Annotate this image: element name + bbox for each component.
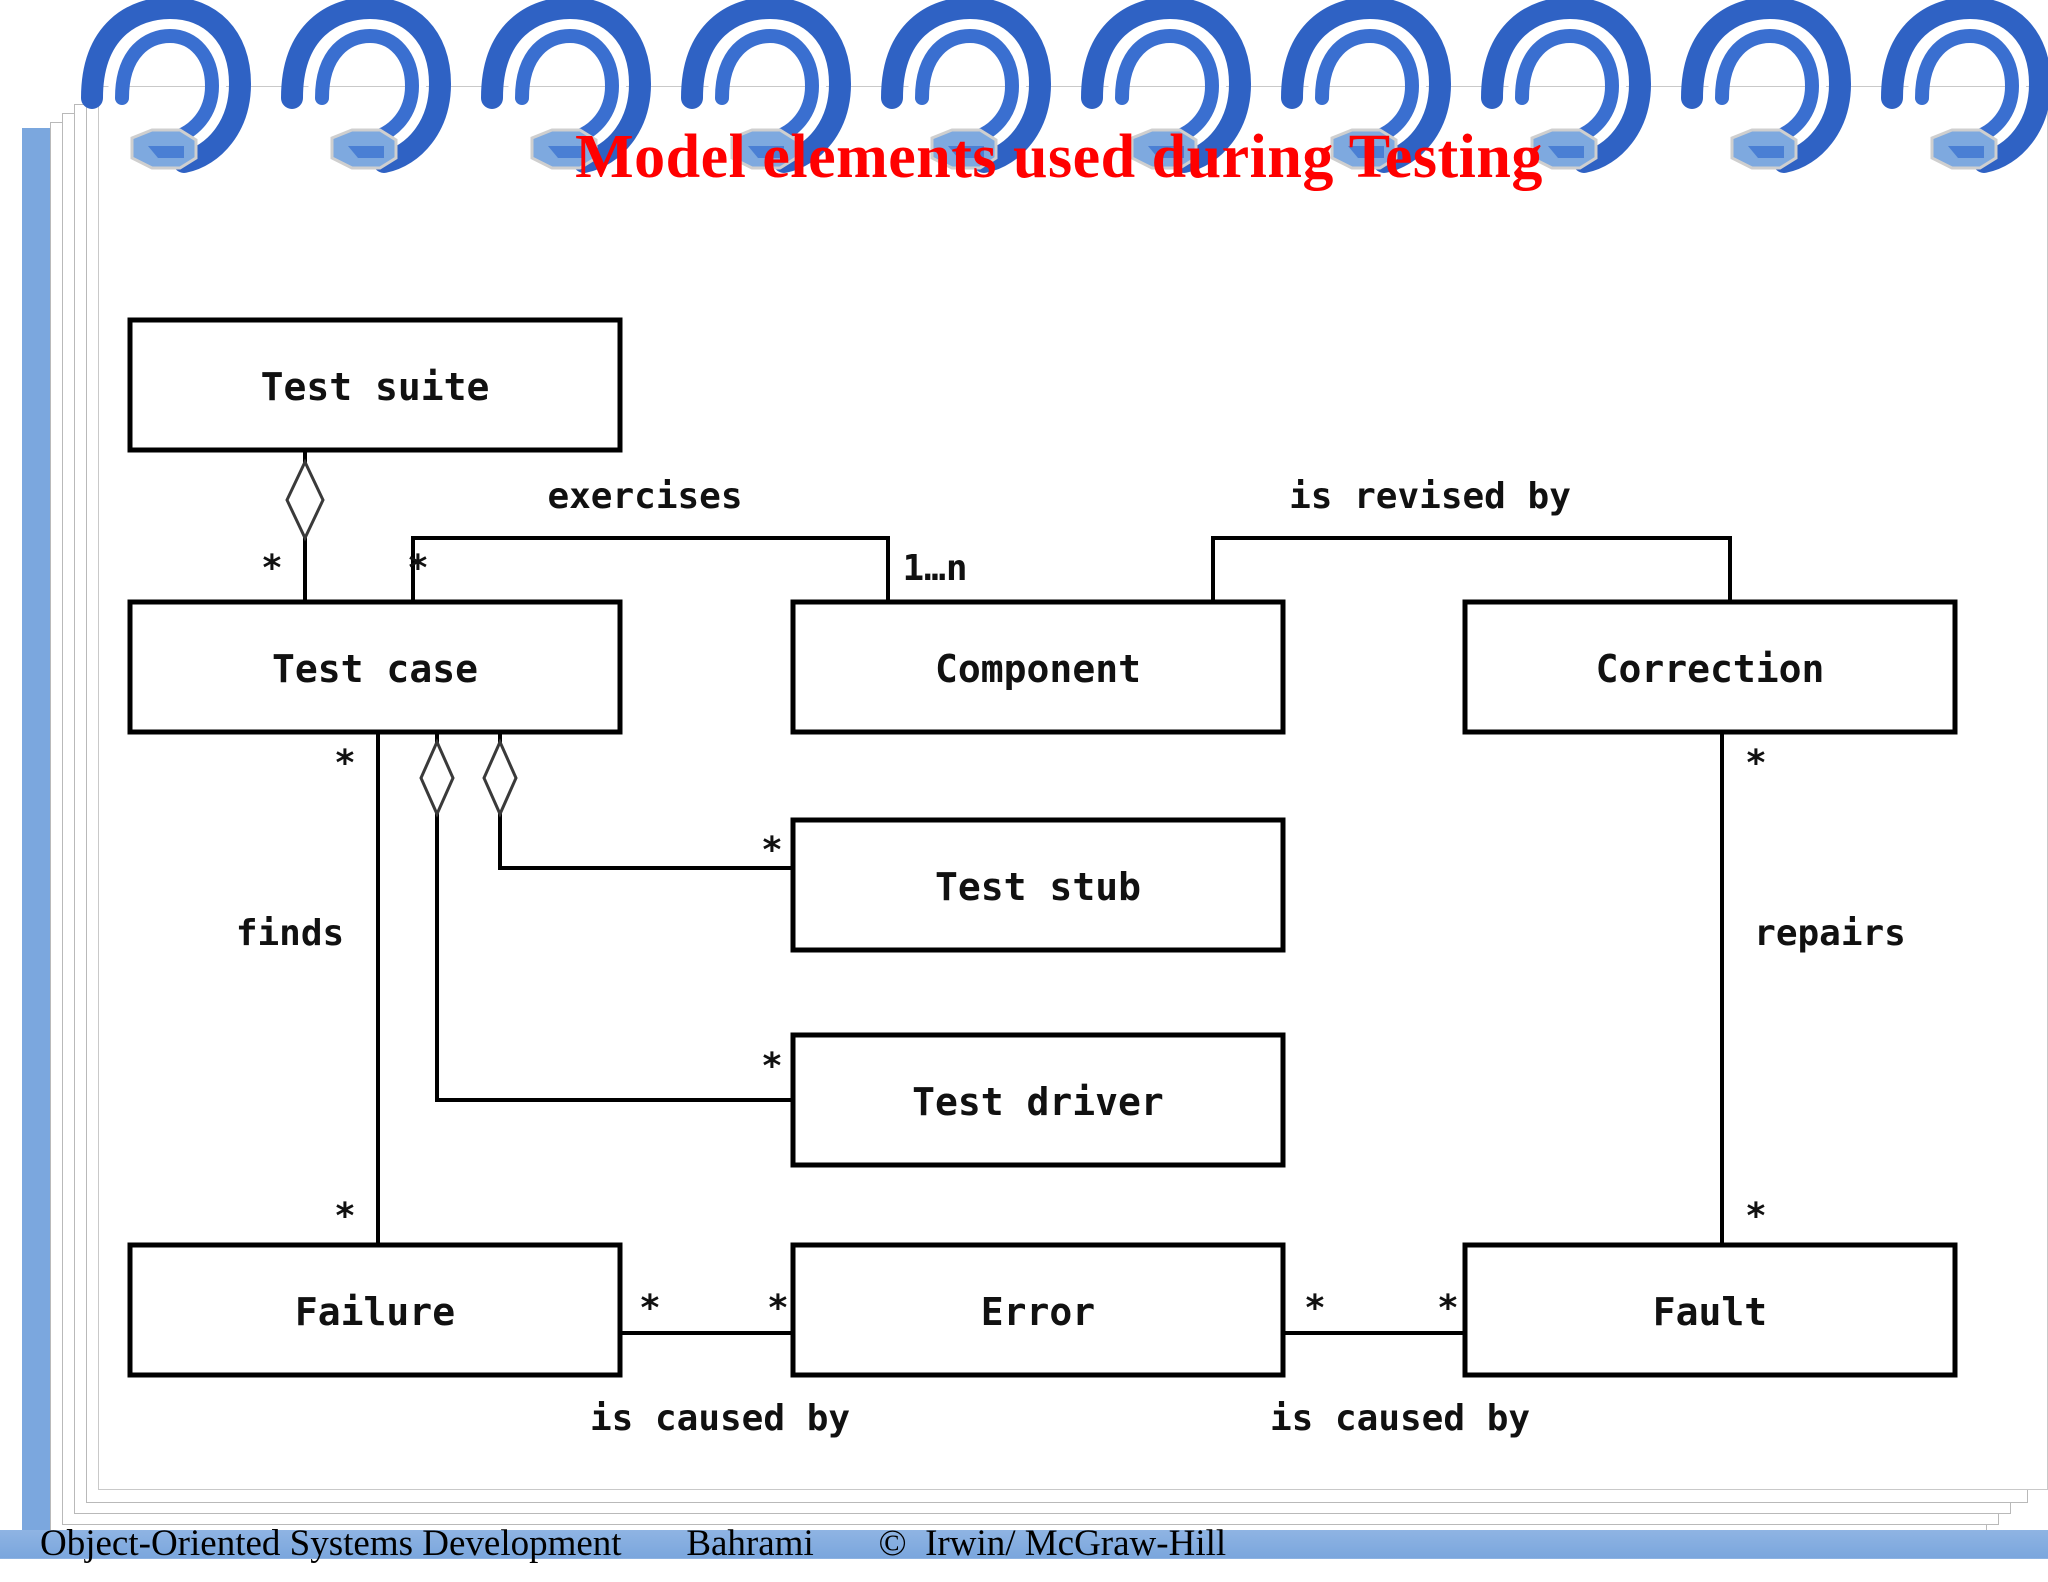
relation-label-exercises: exercises [547, 476, 742, 517]
uml-class-diagram: Test suite Test case Component Correctio… [127, 317, 1958, 1439]
class-box-test-driver[interactable]: Test driver [790, 1032, 1286, 1168]
class-box-fault[interactable]: Fault [1462, 1242, 1958, 1378]
class-box-component[interactable]: Component [790, 599, 1286, 735]
class-label-test-driver: Test driver [912, 1080, 1164, 1124]
footer-course: Object-Oriented Systems Development [40, 1523, 622, 1564]
page-stack-shadow [22, 128, 50, 1558]
multiplicity-error-fault-left: * [1304, 1288, 1326, 1329]
class-label-failure: Failure [295, 1290, 455, 1334]
multiplicity-failure-error-left: * [639, 1288, 661, 1329]
class-label-test-stub: Test stub [935, 865, 1141, 909]
aggregation-diamond-stub [482, 738, 518, 818]
multiplicity-case-failure-top: * [334, 743, 356, 784]
footer-spacer-1 [622, 1522, 687, 1565]
aggregation-diamond-suite [285, 458, 325, 542]
class-label-error: Error [981, 1290, 1095, 1334]
class-box-test-stub[interactable]: Test stub [790, 817, 1286, 953]
class-box-error[interactable]: Error [790, 1242, 1286, 1378]
class-box-test-suite[interactable]: Test suite [127, 317, 623, 453]
page-title: Model elements used during Testing [575, 123, 1543, 191]
footer-author: Bahrami [686, 1523, 814, 1564]
footer-copyright: © Irwin/ McGraw-Hill [878, 1523, 1227, 1564]
multiplicity-correction-fault-top: * [1745, 743, 1767, 784]
class-label-correction: Correction [1596, 647, 1825, 691]
multiplicity-case-component-right: 1…n [902, 548, 967, 589]
class-box-test-case[interactable]: Test case [127, 599, 623, 735]
class-box-correction[interactable]: Correction [1462, 599, 1958, 735]
relation-label-is-caused-by-right: is caused by [1270, 1398, 1530, 1439]
multiplicity-error-fault-right: * [1437, 1288, 1459, 1329]
class-label-test-case: Test case [272, 647, 478, 691]
footer: Object-Oriented Systems Development Bahr… [40, 1522, 1640, 1568]
multiplicity-correction-fault-bottom: * [1745, 1196, 1767, 1237]
link-component-to-correction [1211, 536, 1732, 602]
multiplicity-case-failure-bottom: * [334, 1196, 356, 1237]
link-case-to-component [411, 536, 890, 602]
relation-label-is-caused-by-left: is caused by [590, 1398, 850, 1439]
relation-label-repairs: repairs [1754, 913, 1906, 954]
multiplicity-failure-error-right: * [767, 1288, 789, 1329]
footer-spacer-2 [814, 1522, 879, 1565]
multiplicity-case-stub: * [761, 830, 783, 871]
link-case-to-stub [498, 732, 793, 870]
link-case-to-driver [435, 732, 793, 1102]
footer-band [0, 1530, 2048, 1582]
class-box-failure[interactable]: Failure [127, 1242, 623, 1378]
multiplicity-case-driver: * [761, 1046, 783, 1087]
relation-label-finds: finds [236, 913, 344, 954]
class-label-fault: Fault [1653, 1290, 1767, 1334]
class-label-test-suite: Test suite [261, 365, 490, 409]
relation-label-is-revised-by: is revised by [1289, 476, 1571, 517]
multiplicity-suite-case: * [261, 548, 283, 589]
aggregation-diamond-driver [419, 738, 455, 818]
multiplicity-case-component-left: * [407, 548, 429, 589]
class-label-component: Component [935, 647, 1141, 691]
